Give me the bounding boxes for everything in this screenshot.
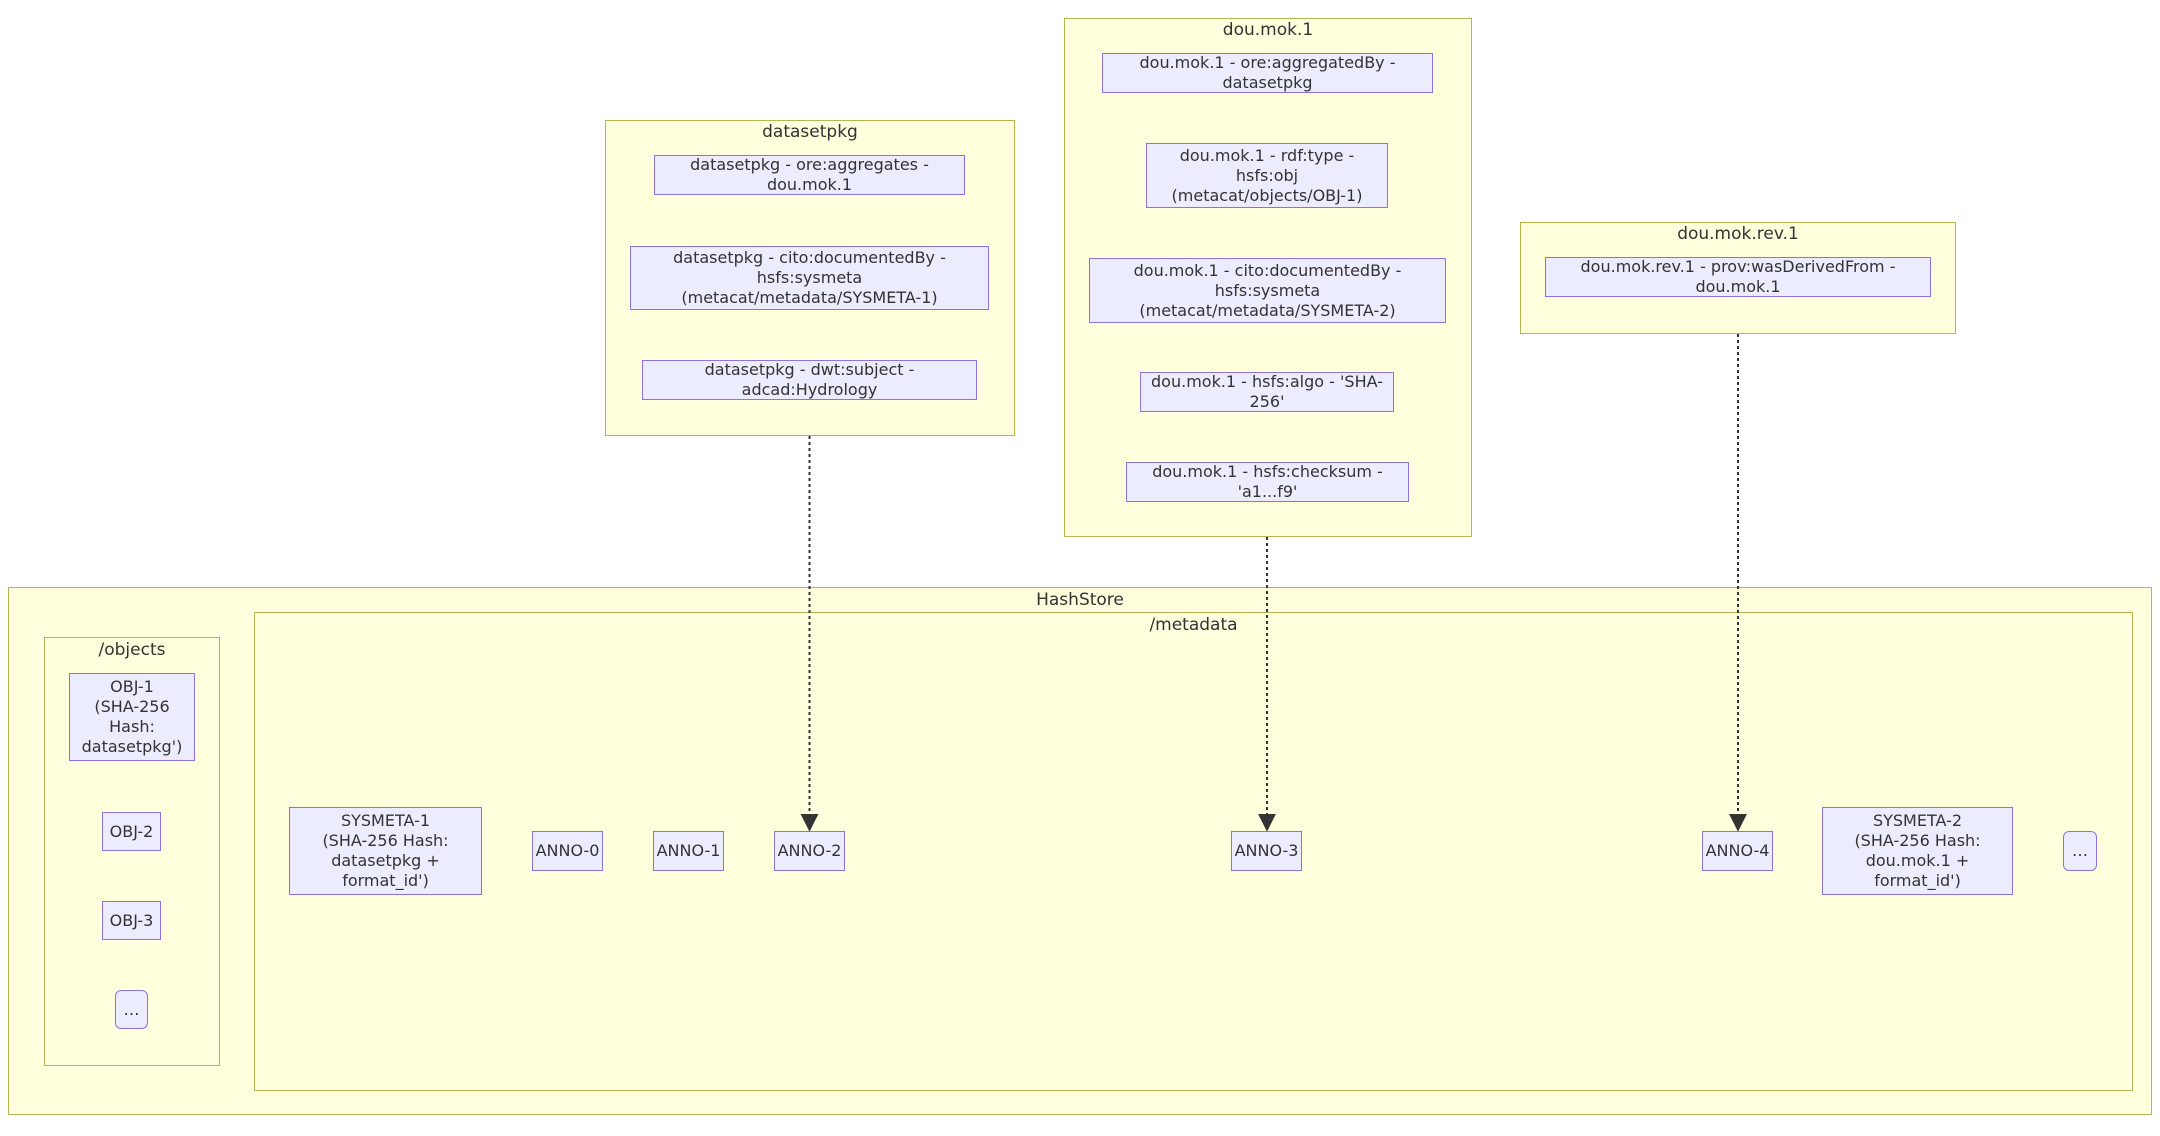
doumok1-algo-node: dou.mok.1 - hsfs:algo - 'SHA-256' [1140,372,1394,412]
anno-4-node: ANNO-4 [1702,831,1773,871]
sysmeta-2-node: SYSMETA-2 (SHA-256 Hash: dou.mok.1 + for… [1822,807,2013,895]
obj-2-node: OBJ-2 [102,812,161,851]
doumok1-type-node: dou.mok.1 - rdf:type - hsfs:obj (metacat… [1146,143,1388,208]
sysmeta-1-node: SYSMETA-1 (SHA-256 Hash: datasetpkg + fo… [289,807,482,895]
doumok1-cluster-label: dou.mok.1 [1222,20,1314,40]
datasetpkg-cluster-label: datasetpkg [762,122,858,142]
anno-1-node: ANNO-1 [653,831,724,871]
doumokrev1-derivedfrom-node: dou.mok.rev.1 - prov:wasDerivedFrom - do… [1545,257,1931,297]
datasetpkg-aggregates-node: datasetpkg - ore:aggregates - dou.mok.1 [654,155,965,195]
hashstore-cluster-label: HashStore [1036,590,1124,610]
obj-3-node: OBJ-3 [102,901,161,940]
obj-1-node: OBJ-1 (SHA-256 Hash: datasetpkg') [69,673,195,761]
doumokrev1-cluster-label: dou.mok.rev.1 [1677,224,1799,244]
doumok1-checksum-node: dou.mok.1 - hsfs:checksum - 'a1...f9' [1126,462,1409,502]
datasetpkg-documentedby-node: datasetpkg - cito:documentedBy - hsfs:sy… [630,246,989,310]
datasetpkg-subject-node: datasetpkg - dwt:subject - adcad:Hydrolo… [642,360,977,400]
metadata-cluster-label: /metadata [1149,615,1238,635]
anno-0-node: ANNO-0 [532,831,603,871]
objects-cluster-label: /objects [98,640,166,660]
doumok1-documentedby-node: dou.mok.1 - cito:documentedBy - hsfs:sys… [1089,258,1446,323]
anno-3-node: ANNO-3 [1231,831,1302,871]
objects-more-node: … [115,990,148,1029]
doumok1-aggregatedby-node: dou.mok.1 - ore:aggregatedBy - datasetpk… [1102,53,1433,93]
metadata-more-node: … [2063,831,2097,871]
anno-2-node: ANNO-2 [774,831,845,871]
